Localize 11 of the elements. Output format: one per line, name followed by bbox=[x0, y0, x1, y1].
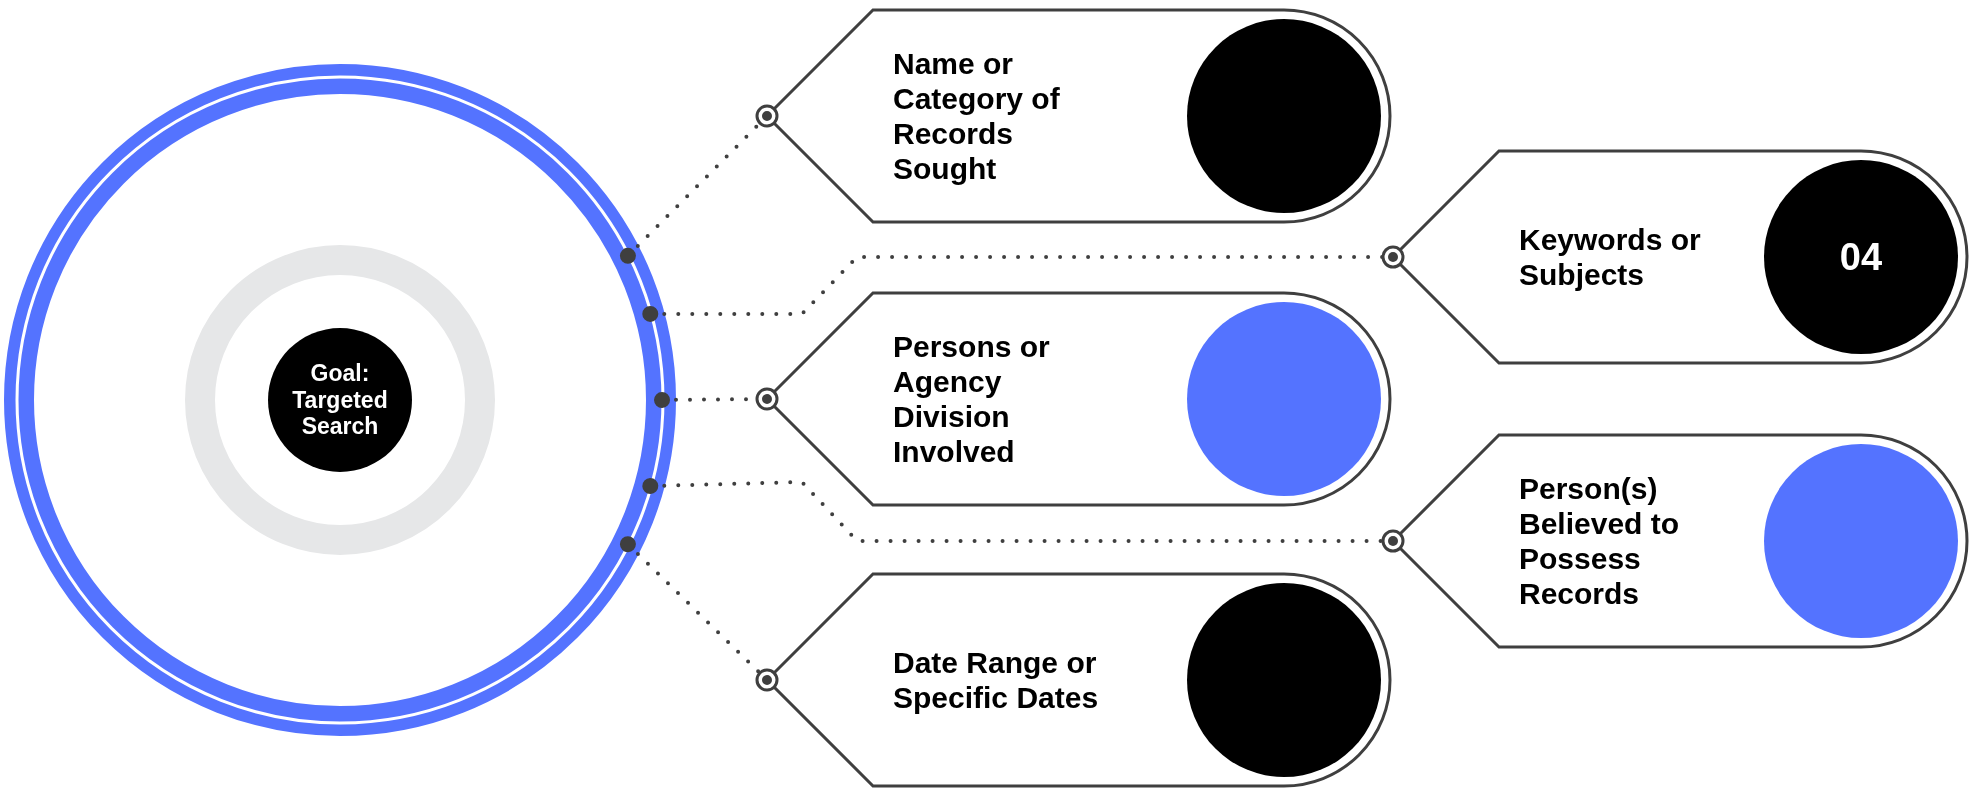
dotted-connector bbox=[642, 478, 1405, 553]
item-label: Person(s) Believed to Possess Records bbox=[1519, 471, 1681, 611]
item-label: Name or Category of Records Sought bbox=[893, 46, 1061, 186]
dotted-connector bbox=[642, 245, 1405, 322]
item-label: Keywords or Subjects bbox=[1519, 222, 1702, 292]
dotted-connector bbox=[619, 536, 779, 692]
item-label: Persons or Agency Division Involved bbox=[893, 329, 1051, 469]
goal-circle: Goal: Targeted Search bbox=[268, 328, 412, 472]
item-label: Date Range or Specific Dates bbox=[893, 645, 1100, 715]
dotted-connector bbox=[654, 387, 779, 411]
dotted-connector bbox=[619, 104, 779, 264]
